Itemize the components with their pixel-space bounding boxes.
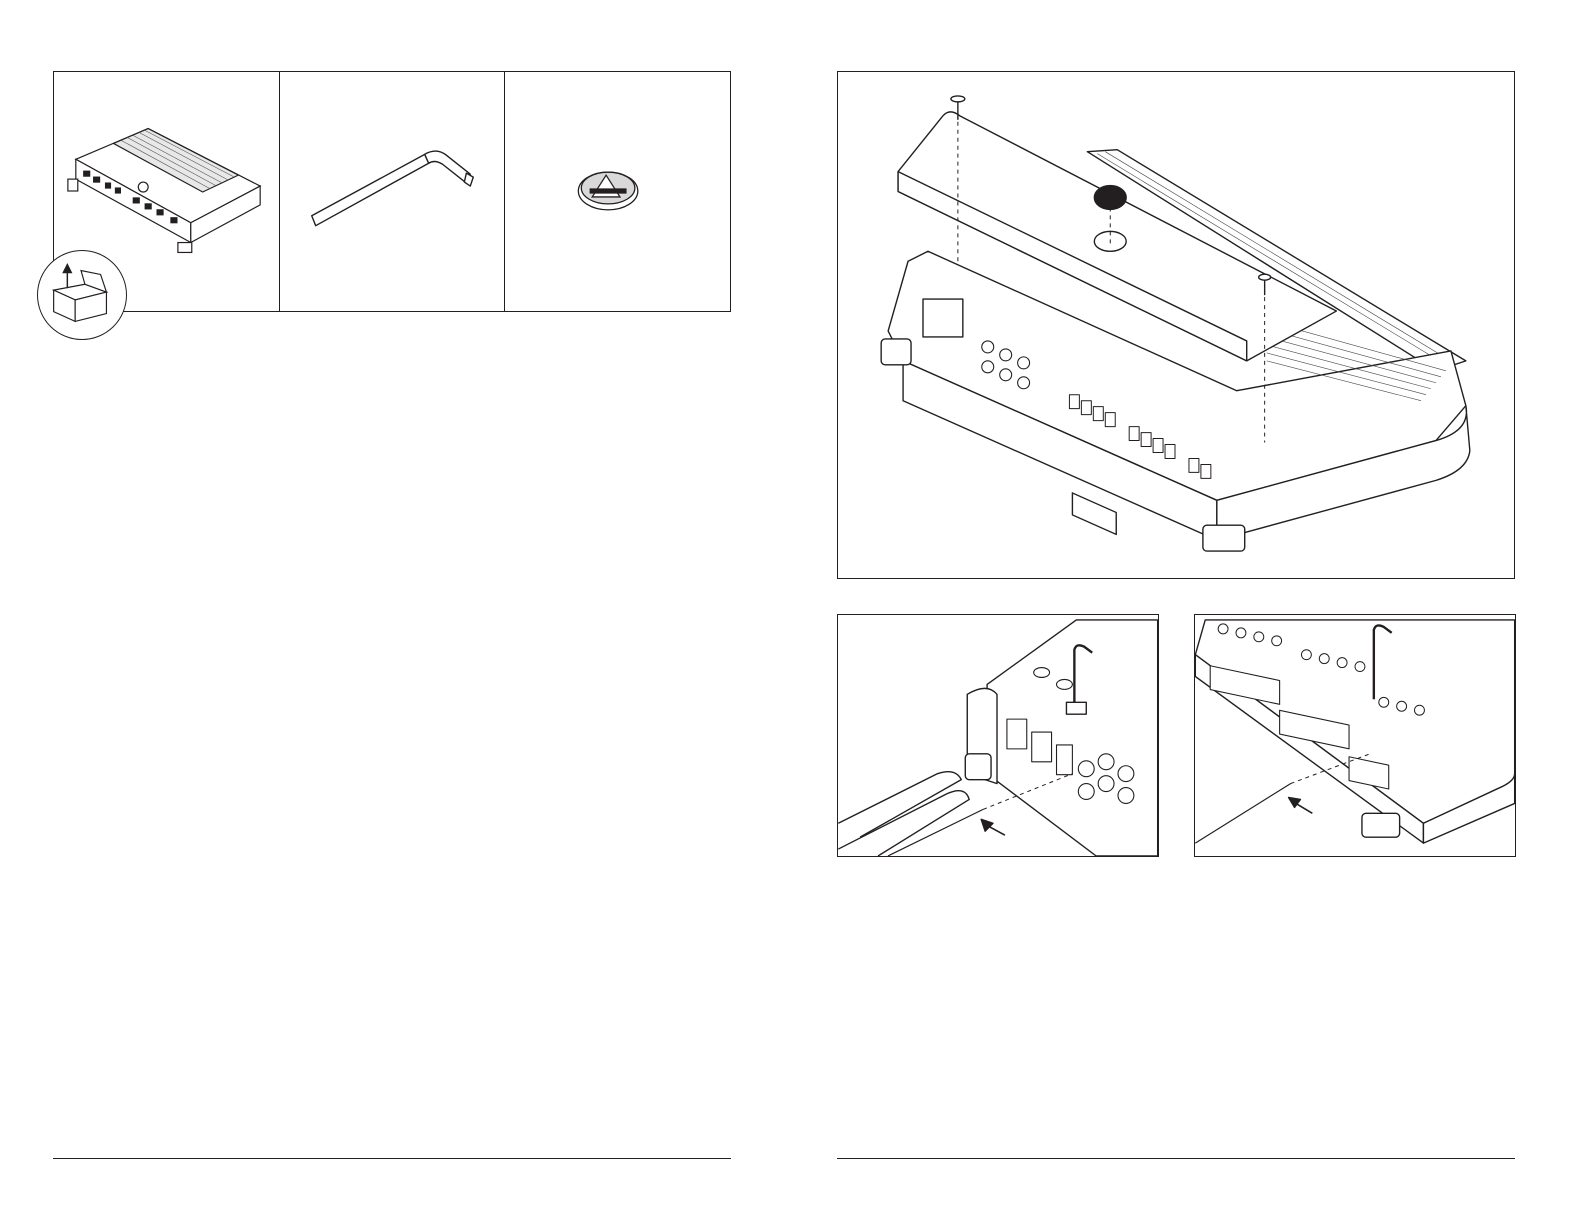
hex-key-icon xyxy=(280,72,504,311)
logo-badge-icon xyxy=(505,72,730,311)
power-wire-illustration xyxy=(837,614,1159,857)
speaker-wire-illustration xyxy=(1194,614,1516,857)
power-wire-icon xyxy=(838,615,1158,856)
open-box-icon xyxy=(38,251,126,339)
open-box-badge xyxy=(37,250,127,340)
contents-panel-logo-badge xyxy=(504,71,731,312)
cover-removal-icon xyxy=(838,72,1514,578)
contents-panel-hex-key xyxy=(279,71,505,312)
right-page-footer-rule xyxy=(837,1158,1515,1159)
left-page-footer-rule xyxy=(53,1158,731,1159)
speaker-wire-icon xyxy=(1195,615,1515,856)
cover-removal-illustration xyxy=(837,71,1515,579)
